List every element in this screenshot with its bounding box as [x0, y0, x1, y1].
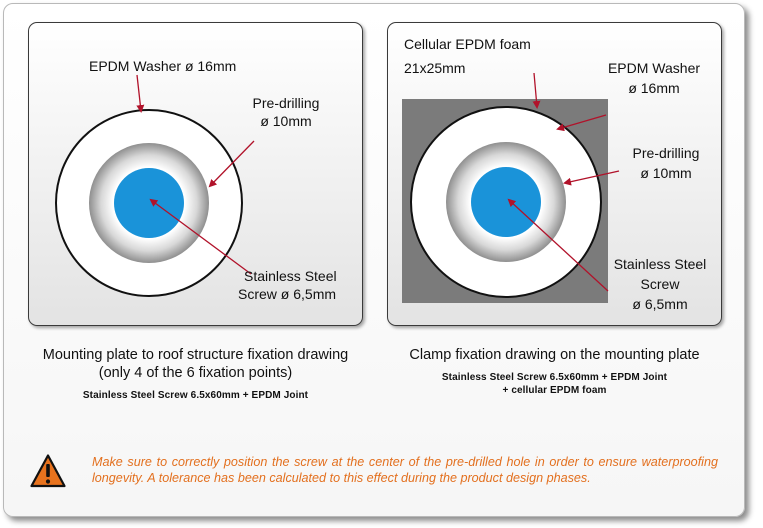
washer-arrow — [556, 114, 607, 132]
right-caption: Clamp fixation drawing on the mounting p… — [409, 347, 700, 363]
warning-text: Make sure to correctly position the scre… — [92, 455, 718, 485]
predrill-label-line1: Pre-drilling — [632, 145, 700, 161]
screw-label-line2: Screw ø 6,5mm — [238, 286, 337, 302]
screw-arrow — [149, 198, 252, 275]
foam-label-line2: 21x25mm — [404, 60, 466, 76]
predrill-arrow — [208, 140, 255, 188]
washer-label-line2: ø 16mm — [628, 80, 680, 96]
predrill-label-line1: Pre-drilling — [252, 95, 320, 111]
right-fixation-panel: Cellular EPDM foam 21x25mm EPDM Washer ø… — [387, 22, 722, 326]
foam-label-line1: Cellular EPDM foam — [404, 36, 531, 52]
washer-label: EPDM Washer ø 16mm — [89, 58, 237, 74]
right-spec-line1: Stainless Steel Screw 6.5x60mm + EPDM Jo… — [441, 372, 668, 383]
washer-arrow — [136, 74, 145, 113]
left-caption-line1: Mounting plate to roof structure fixatio… — [42, 347, 349, 363]
left-fixation-panel: EPDM Washer ø 16mm Pre-drilling ø 10mm S… — [28, 22, 363, 326]
screw-label-line2: Screw — [640, 276, 680, 292]
screw-circle — [114, 168, 184, 238]
predrill-arrow — [563, 170, 620, 186]
warning-triangle-icon — [30, 454, 66, 488]
screw-arrow — [507, 198, 609, 292]
left-spec: Stainless Steel Screw 6.5x60mm + EPDM Jo… — [82, 390, 309, 401]
washer-label-line1: EPDM Washer — [607, 60, 701, 76]
predrill-label-line2: ø 10mm — [640, 165, 692, 181]
predrill-label-line2: ø 10mm — [260, 113, 312, 129]
screw-label-line1: Stainless Steel — [613, 256, 707, 272]
foam-arrow — [532, 72, 541, 109]
screw-label-line3: ø 6,5mm — [632, 296, 688, 312]
screw-label-line1: Stainless Steel — [244, 268, 337, 284]
left-caption-line2: (only 4 of the 6 fixation points) — [98, 365, 293, 381]
right-fixation-drawing — [402, 72, 620, 303]
warning-row: Make sure to correctly position the scre… — [30, 452, 720, 494]
right-spec-line2: + cellular EPDM foam — [502, 385, 607, 396]
screw-circle — [471, 167, 541, 237]
left-fixation-drawing — [55, 74, 255, 297]
